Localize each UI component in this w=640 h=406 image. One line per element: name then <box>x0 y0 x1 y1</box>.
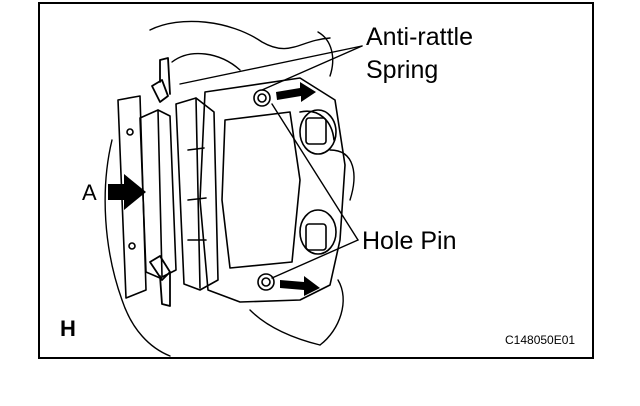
view-a-label: A <box>82 180 97 205</box>
leader-lines <box>179 45 363 279</box>
anti-rattle-spring-top <box>151 57 171 103</box>
arrow-upper-pin <box>276 82 316 102</box>
corner-letter: H <box>60 316 76 341</box>
brake-pad-inner <box>175 97 219 291</box>
figure-code: C148050E01 <box>505 333 576 347</box>
caliper-body <box>199 77 346 303</box>
shim-plate <box>117 95 147 299</box>
arrow-lower-pin <box>280 276 320 296</box>
anti-rattle-label-line2: Spring <box>366 56 439 84</box>
steering-knuckle-outline <box>104 20 355 357</box>
hole-pin-label: Hole Pin <box>362 227 457 255</box>
arrow-view-a <box>108 174 146 210</box>
anti-rattle-label-line1: Anti-rattle <box>366 23 473 51</box>
hole-pin-upper <box>253 89 271 107</box>
hole-pin-lower <box>257 273 275 291</box>
anti-rattle-spring-bottom <box>149 255 171 307</box>
